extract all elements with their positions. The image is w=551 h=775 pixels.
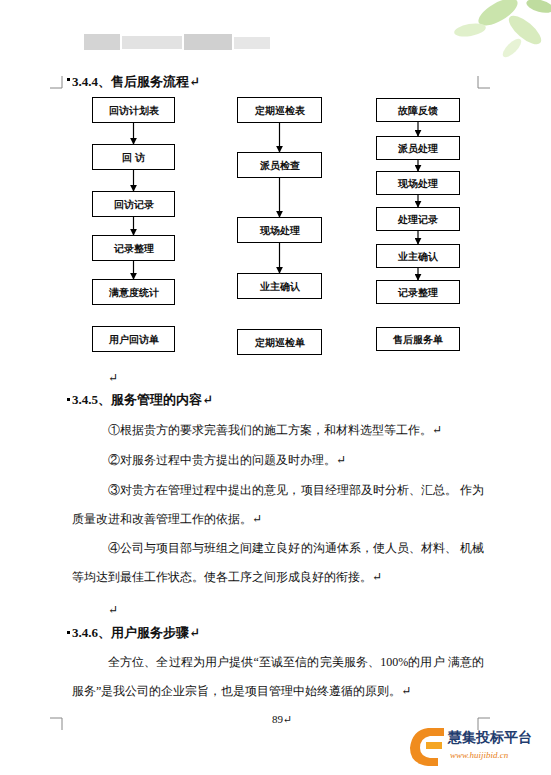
blurred-header (122, 36, 182, 49)
process-box: 处理记录 (376, 207, 460, 231)
text-block: ③对贵方在管理过程中提出的意见，项目经理部及时分析、汇总。 作为质量改进和改善管… (72, 476, 484, 534)
process-box: 用户回访单 (92, 326, 175, 352)
flow-arrow (417, 231, 418, 244)
process-box: 现场处理 (237, 217, 322, 243)
process-box: 记录整理 (376, 280, 460, 304)
heading-bullet (67, 398, 70, 401)
heading-text: 3.4.5、服务管理的内容↵ (72, 392, 213, 407)
process-box: 派员处理 (376, 136, 460, 160)
process-box: 回访计划表 (92, 97, 175, 123)
text-block: ④公司与项目部与班组之间建立良好的沟通体系，使人员、材料、 机械等均达到最佳工作… (72, 534, 484, 592)
text-block: ↵ (108, 364, 138, 393)
text-block: 全方位、全过程为用户提供“至诚至信的完美服务、100%的用户 满意的服务”是我公… (72, 648, 484, 706)
box-text: 回访计划表 (109, 105, 159, 116)
flow-arrow (133, 123, 134, 144)
body-text: ①根据贵方的要求完善我们的施工方案，和材料选型等工作。↵ (108, 423, 442, 437)
process-box: 满意度统计 (92, 279, 175, 305)
box-text: 回 访 (122, 152, 145, 163)
blurred-header (184, 34, 232, 50)
process-box: 故障反馈 (376, 98, 460, 122)
process-box: 业主确认 (237, 273, 322, 299)
flow-arrow (133, 217, 134, 235)
flow-arrow (279, 243, 280, 273)
flow-arrow (133, 261, 134, 279)
body-text: ↵ (108, 603, 118, 617)
box-text: 故障反馈 (398, 105, 438, 116)
watermark-icon (410, 728, 444, 766)
text-block: ②对服务过程中贵方提出的问题及时办理。↵ (72, 446, 484, 475)
box-text: 记录整理 (398, 287, 438, 298)
box-text: 业主确认 (260, 281, 300, 292)
box-text: 派员检查 (260, 160, 300, 171)
process-box: 派员检查 (237, 152, 322, 178)
body-text: ④公司与项目部与班组之间建立良好的沟通体系，使人员、材料、 机械等均达到最佳工作… (72, 541, 484, 584)
leaf-decoration (453, 0, 551, 60)
flow-arrow (279, 123, 280, 152)
flow-arrow (417, 195, 418, 207)
blurred-header (234, 37, 270, 49)
box-text: 定期巡检单 (255, 337, 305, 348)
process-box: 业主确认 (376, 244, 460, 268)
flow-arrow (279, 178, 280, 217)
text-block: 慧集投标平台 (448, 729, 548, 747)
body-text: ↵ (108, 371, 118, 385)
text-block: 3.4.6、用户服务步骤↵ (72, 625, 372, 642)
body-text: www.huijibid.cn (450, 750, 508, 760)
flow-arrow (417, 160, 418, 171)
text-block: ↵ (108, 596, 138, 625)
heading-text: 3.4.6、用户服务步骤↵ (72, 625, 200, 640)
process-box: 售后服务单 (376, 327, 460, 351)
flow-arrow (133, 170, 134, 191)
process-box: 回访记录 (92, 191, 175, 217)
box-text: 定期巡检表 (255, 105, 305, 116)
body-text: 全方位、全过程为用户提供“至诚至信的完美服务、100%的用户 满意的服务”是我公… (72, 655, 484, 698)
process-box: 定期巡检表 (237, 97, 322, 123)
text-block: 3.4.5、服务管理的内容↵ (72, 392, 372, 409)
process-box: 回 访 (92, 144, 175, 170)
box-text: 售后服务单 (393, 334, 443, 345)
heading-bullet (67, 78, 70, 81)
heading-text: 慧集投标平台 (448, 730, 532, 745)
flow-arrow (417, 122, 418, 136)
box-text: 满意度统计 (109, 287, 159, 298)
body-text: ③对贵方在管理过程中提出的意见，项目经理部及时分析、汇总。 作为质量改进和改善管… (72, 483, 484, 526)
box-text: 处理记录 (398, 214, 438, 225)
box-text: 记录整理 (114, 243, 154, 254)
flow-arrow (417, 268, 418, 280)
box-text: 业主确认 (398, 251, 438, 262)
box-text: 用户回访单 (109, 334, 159, 345)
box-text: 现场处理 (260, 225, 300, 236)
heading-bullet (67, 631, 70, 634)
corner-mark (50, 76, 490, 730)
body-text: 89↵ (272, 713, 292, 725)
section-heading: 3.4.4、售后服务流程↵ (72, 72, 200, 91)
box-text: 现场处理 (398, 178, 438, 189)
process-box: 现场处理 (376, 171, 460, 195)
text-block: ①根据贵方的要求完善我们的施工方案，和材料选型等工作。↵ (72, 416, 484, 445)
text-block: 89↵ (262, 712, 302, 726)
heading-text: 3.4.4、售后服务流程↵ (72, 74, 200, 89)
blurred-header (84, 34, 120, 50)
process-box: 记录整理 (92, 235, 175, 261)
text-block: www.huijibid.cn (450, 750, 550, 762)
box-text: 派员处理 (398, 143, 438, 154)
process-box: 定期巡检单 (237, 329, 322, 355)
box-text: 回访记录 (114, 199, 154, 210)
body-text: ②对服务过程中贵方提出的问题及时办理。↵ (108, 453, 346, 467)
